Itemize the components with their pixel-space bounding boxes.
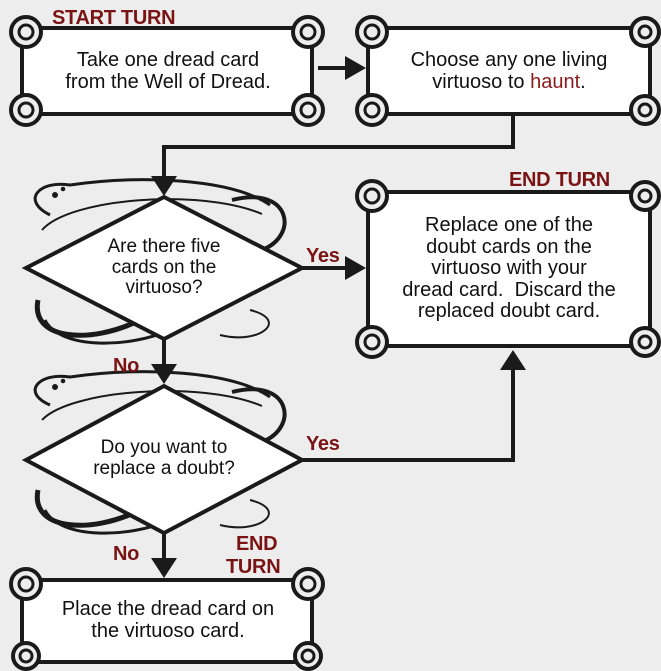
place-card-text: Place the dread card on the virtuoso car… [30, 586, 306, 654]
choose-virtuoso-line2-suffix: . [580, 71, 586, 93]
connector-choose-to-decision1 [162, 116, 515, 178]
arrowhead-right-1 [345, 56, 366, 80]
arrowhead-down-2 [151, 364, 177, 384]
replace-doubt-q-line1: Do you want to [100, 437, 228, 459]
five-cards-question: Are there five cards on the virtuoso? [74, 228, 254, 308]
decision-diamond-five-cards [21, 194, 307, 342]
choose-virtuoso-text: Choose any one living virtuoso to haunt. [376, 36, 642, 106]
replace-doubt-line4: dread card. Discard the [402, 278, 616, 301]
arrowheads [151, 56, 526, 578]
replace-doubt-text: Replace one of the doubt cards on the vi… [376, 200, 642, 338]
replace-doubt-line5: replaced doubt card. [417, 300, 601, 323]
place-card-line2: the virtuoso card. [91, 620, 245, 642]
five-cards-line2: cards on the [111, 256, 217, 278]
end-turn-label-bottom-2: TURN [226, 556, 281, 578]
box-place-card [9, 567, 325, 671]
replace-doubt-line1: Replace one of the [425, 214, 593, 237]
decorative-swirl-2 [33, 370, 287, 535]
replace-doubt-q-line2: replace a doubt? [93, 458, 235, 479]
arrowhead-up-1 [500, 350, 526, 370]
replace-doubt-question: Do you want to replace a doubt? [64, 428, 264, 490]
arrowhead-right-2 [345, 256, 366, 280]
start-turn-label: START TURN [52, 7, 176, 29]
decision-diamond-replace-doubt [21, 383, 307, 536]
connector-decision2-yes [302, 368, 515, 462]
choose-virtuoso-line2-prefix: virtuoso to [432, 71, 531, 93]
choose-virtuoso-line2: virtuoso to haunt. [432, 71, 585, 93]
haunt-keyword: haunt [530, 71, 581, 93]
place-card-line1: Place the dread card on [61, 597, 275, 620]
choose-virtuoso-line1: Choose any one living [410, 48, 608, 71]
take-card-line2: from the Well of Dread. [65, 71, 271, 93]
take-card-text: Take one dread card from the Well of Dre… [30, 36, 306, 106]
box-choose-virtuoso [355, 15, 661, 127]
replace-doubt-line3: virtuoso with your [431, 257, 587, 280]
five-cards-line1: Are there five [107, 235, 221, 257]
no-label-1: No [113, 355, 140, 377]
box-take-card [9, 15, 325, 127]
end-turn-label-top: END TURN [509, 169, 610, 191]
replace-doubt-line2: doubt cards on the [426, 235, 592, 258]
arrowhead-down-3 [151, 558, 177, 578]
yes-label-1: Yes [306, 245, 340, 267]
end-turn-label-bottom-1: END [236, 533, 278, 555]
take-card-line1: Take one dread card [76, 48, 260, 71]
five-cards-line3: virtuoso? [125, 277, 203, 299]
decorative-swirl-1 [33, 178, 287, 345]
box-replace-doubt [355, 179, 661, 359]
yes-label-2: Yes [306, 433, 340, 455]
connectors [162, 66, 515, 560]
no-label-2: No [113, 543, 140, 565]
